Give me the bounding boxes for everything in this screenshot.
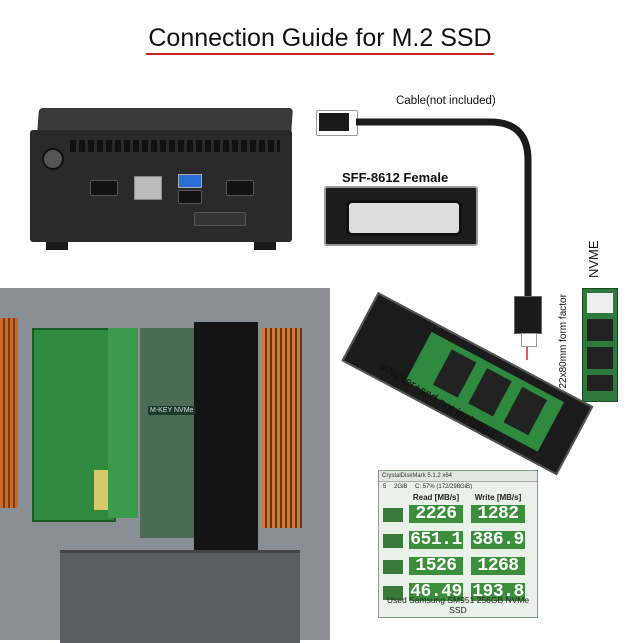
vent-grille [70, 140, 280, 152]
usb-port-icon [178, 190, 202, 204]
row-button [383, 508, 403, 522]
cable-plug-bottom [514, 296, 542, 347]
benchmark-toolbar: 5 2GiB C: 57% (172/298GiB) [383, 484, 472, 490]
ethernet-port-icon [134, 176, 162, 200]
power-button-icon [42, 148, 64, 170]
row-button [383, 586, 403, 600]
title-text: Connection Guide for M.2 SSD [146, 24, 494, 55]
page-title: Connection Guide for M.2 SSD [0, 24, 640, 55]
row-button [383, 534, 403, 548]
nvme-label: NVME [586, 240, 601, 278]
mini-pc-image [30, 130, 292, 250]
read-header: Read [MB/s] [412, 493, 460, 502]
read-value: 2226 [409, 505, 463, 523]
hdmi-port-icon [226, 180, 254, 196]
mkey-label: M-KEY NVMe [148, 406, 196, 415]
write-value: 1268 [471, 557, 525, 575]
read-value: 1526 [409, 557, 463, 575]
write-value: 193.8 [471, 582, 525, 602]
cable-plug-top [316, 110, 358, 136]
installed-adapter [194, 322, 258, 550]
installed-adapter-photo: M-KEY NVMe [0, 288, 330, 643]
cable-label: Cable(not included) [396, 95, 496, 107]
read-value: 651.1 [409, 530, 463, 550]
write-value: 386.9 [471, 530, 525, 550]
tool-drive: C: 57% (172/298GiB) [415, 484, 473, 490]
sd-slot-icon [194, 212, 246, 226]
read-value: 46.49 [409, 582, 463, 602]
benchmark-window-title: CrystalDiskMark 5.1.2 x64 [379, 471, 537, 482]
benchmark-footer: Used Samsung SM951 256GB NVMe SSD [386, 595, 530, 615]
write-value: 1282 [471, 505, 525, 523]
connector-label: SFF-8612 Female [342, 170, 449, 185]
write-header: Write [MB/s] [474, 493, 522, 502]
usb-port-icon [178, 174, 202, 188]
pc-foot [254, 242, 276, 250]
nvme-ssd-image [582, 288, 618, 402]
hdmi-port-icon [90, 180, 118, 196]
pc-foot [46, 242, 68, 250]
benchmark-screenshot: CrystalDiskMark 5.1.2 x64 5 2GiB C: 57% … [378, 470, 538, 618]
tool-size: 2GiB [394, 484, 408, 490]
tool-count: 5 [383, 484, 387, 490]
sff8612-connector-image [324, 186, 478, 246]
row-button [383, 560, 403, 574]
